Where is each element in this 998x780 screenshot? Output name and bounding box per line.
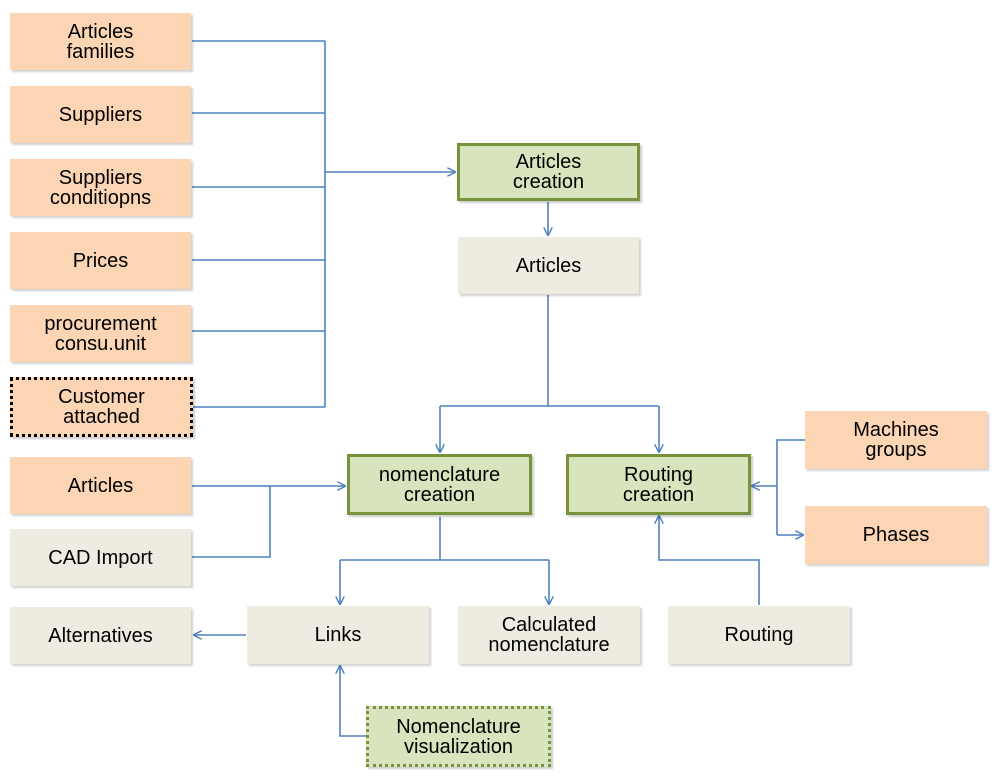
node-articles-families: Articles families [10,13,191,70]
node-articles-output: Articles [458,237,639,294]
node-suppliers-conditions: Suppliers conditiopns [10,159,191,216]
arrow-visualization-to-links [340,666,366,737]
node-label: Routing [724,624,794,646]
line-cad-import [192,486,271,558]
node-label: Phases [862,524,930,546]
node-procurement: procurement consu.unit [10,305,191,362]
node-prices: Prices [10,232,191,289]
node-machines-groups: Machines groups [805,411,987,469]
node-label: Prices [72,249,129,272]
node-label: Articles [67,474,134,497]
node-links: Links [247,606,429,664]
node-label: Routing creation [622,463,695,506]
arrow-routing-to-routing-creation [659,516,760,605]
node-nomenclature-creation: nomenclature creation [347,454,532,515]
node-nomenclature-visualization: Nomenclature visualization [366,706,551,767]
node-suppliers: Suppliers [10,86,191,143]
node-alternatives: Alternatives [10,607,191,664]
node-label: Calculated nomenclature [488,614,610,656]
line-machines-groups [776,439,805,535]
node-articles-creation: Articles creation [457,143,640,201]
node-label: Nomenclature visualization [396,715,521,758]
node-label: Suppliers conditiopns [49,166,152,209]
node-phases: Phases [805,506,987,564]
node-label: procurement consu.unit [44,312,157,355]
node-label: Links [314,624,362,646]
node-calculated-nomenclature: Calculated nomenclature [458,606,640,664]
node-customer-attached: Customer attached [10,377,193,437]
node-label: Articles [515,254,582,277]
node-label: Alternatives [48,624,153,647]
node-label: Customer attached [58,386,145,428]
node-articles-input: Articles [10,457,191,514]
node-label: Machines groups [853,419,939,461]
node-label: nomenclature creation [378,463,501,506]
node-label: Articles families [66,20,135,63]
node-label: CAD Import [48,546,153,569]
node-label: Articles creation [512,151,585,193]
node-routing-creation: Routing creation [566,454,751,515]
node-label: Suppliers [58,103,143,126]
node-routing: Routing [668,606,850,664]
node-cad-import: CAD Import [10,529,191,586]
